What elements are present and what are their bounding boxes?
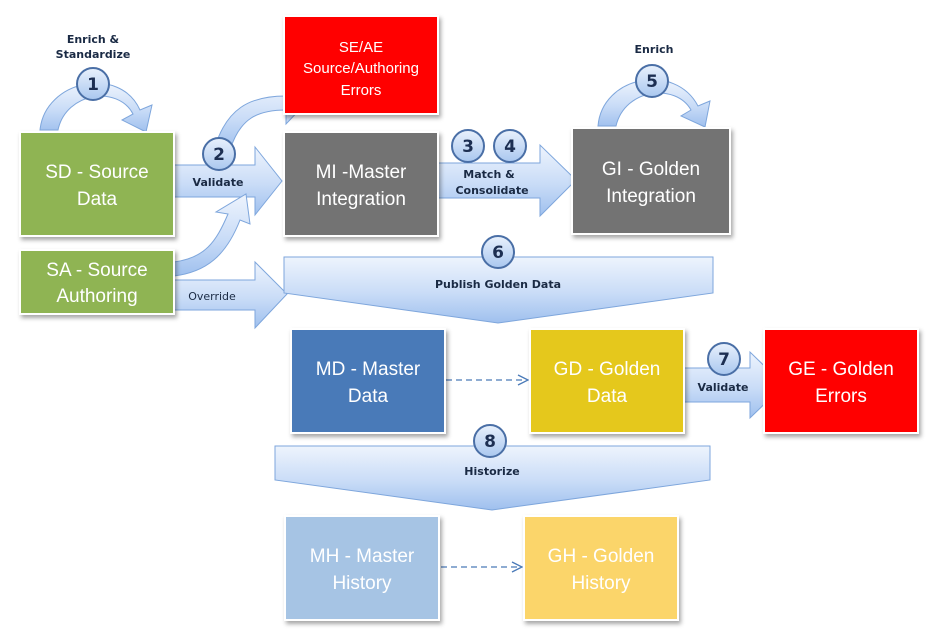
override-arrow <box>173 260 288 330</box>
enrich-standardize-curve-arrow <box>39 82 153 133</box>
step-7-number: 7 <box>718 350 730 370</box>
golden-data-label-1: GD - Golden <box>554 359 661 380</box>
golden-data-label-2: Data <box>587 386 628 407</box>
source-authoring-label-2: Authoring <box>56 286 137 307</box>
box-source-authoring <box>19 249 175 315</box>
step-7-badge: 7 <box>707 342 741 376</box>
golden-history-label-2: History <box>571 573 631 594</box>
master-integration-label-2: Integration <box>316 189 406 210</box>
step8-label: Historize <box>464 465 519 478</box>
authoring-to-master-arrow <box>173 193 251 277</box>
golden-integration-label-1: GI - Golden <box>602 159 700 180</box>
box-golden-integration <box>571 127 731 235</box>
golden-errors-label-2: Errors <box>815 386 867 407</box>
step-6-number: 6 <box>492 243 504 263</box>
golden-history-label-1: GH - Golden <box>548 546 655 567</box>
validate-arrow <box>165 145 283 217</box>
box-source-data-bg <box>19 131 175 237</box>
step-5-badge: 5 <box>635 64 669 98</box>
master-to-golden-data-connector <box>446 374 530 386</box>
step4-label-2: Consolidate <box>455 184 528 197</box>
master-history-label-1: MH - Master <box>310 546 415 567</box>
step-4-badge: 4 <box>493 129 527 163</box>
step-5-number: 5 <box>646 72 658 92</box>
master-history-label-2: History <box>332 573 392 594</box>
step-8-badge: 8 <box>473 424 507 458</box>
step-1-badge: 1 <box>76 67 110 101</box>
master-data-label-1: MD - Master <box>316 359 421 380</box>
step-4-number: 4 <box>504 137 516 157</box>
step-2-badge: 2 <box>202 137 236 171</box>
step-1-number: 1 <box>87 75 99 95</box>
step-8-number: 8 <box>484 432 496 452</box>
master-to-golden-history-connector <box>441 561 524 573</box>
box-master-integration <box>283 131 439 237</box>
step-2-number: 2 <box>213 145 225 165</box>
box-source-authoring-errors <box>283 15 439 115</box>
source-authoring-label-1: SA - Source <box>46 260 147 281</box>
source-errors-label-2: Source/Authoring <box>303 60 419 77</box>
box-golden-data <box>529 328 685 434</box>
master-data-label-2: Data <box>348 386 389 407</box>
golden-integration-label-2: Integration <box>606 186 696 207</box>
historize-chevron <box>274 445 711 511</box>
publish-golden-data-chevron <box>283 256 714 324</box>
source-errors-label-3: Errors <box>341 82 382 99</box>
box-master-data <box>290 328 446 434</box>
box-golden-errors <box>763 328 919 434</box>
source-errors-label-1: SE/AE <box>339 39 383 56</box>
step-3-badge: 3 <box>451 129 485 163</box>
override-label: Override <box>188 290 236 303</box>
step6-label: Publish Golden Data <box>435 278 561 291</box>
box-master-history <box>284 515 440 621</box>
step-6-badge: 6 <box>481 235 515 269</box>
source-data-label-2: Data <box>77 189 118 210</box>
golden-errors-label-1: GE - Golden <box>788 359 894 380</box>
step7-label: Validate <box>698 381 749 394</box>
source-data-label-1: SD - Source <box>45 162 148 183</box>
box-golden-history <box>523 515 679 621</box>
step-3-number: 3 <box>462 137 474 157</box>
step5-label: Enrich <box>635 43 674 56</box>
master-integration-label-1: MI -Master <box>316 162 407 183</box>
match-consolidate-arrow <box>433 143 577 218</box>
step2-label: Validate <box>193 176 244 189</box>
step4-label-1: Match & <box>463 168 515 181</box>
box-source-data <box>19 131 175 237</box>
step1-label-1: Enrich & <box>67 33 120 46</box>
enrich-curve-arrow <box>597 79 711 128</box>
step1-label-2: Standardize <box>56 48 131 61</box>
